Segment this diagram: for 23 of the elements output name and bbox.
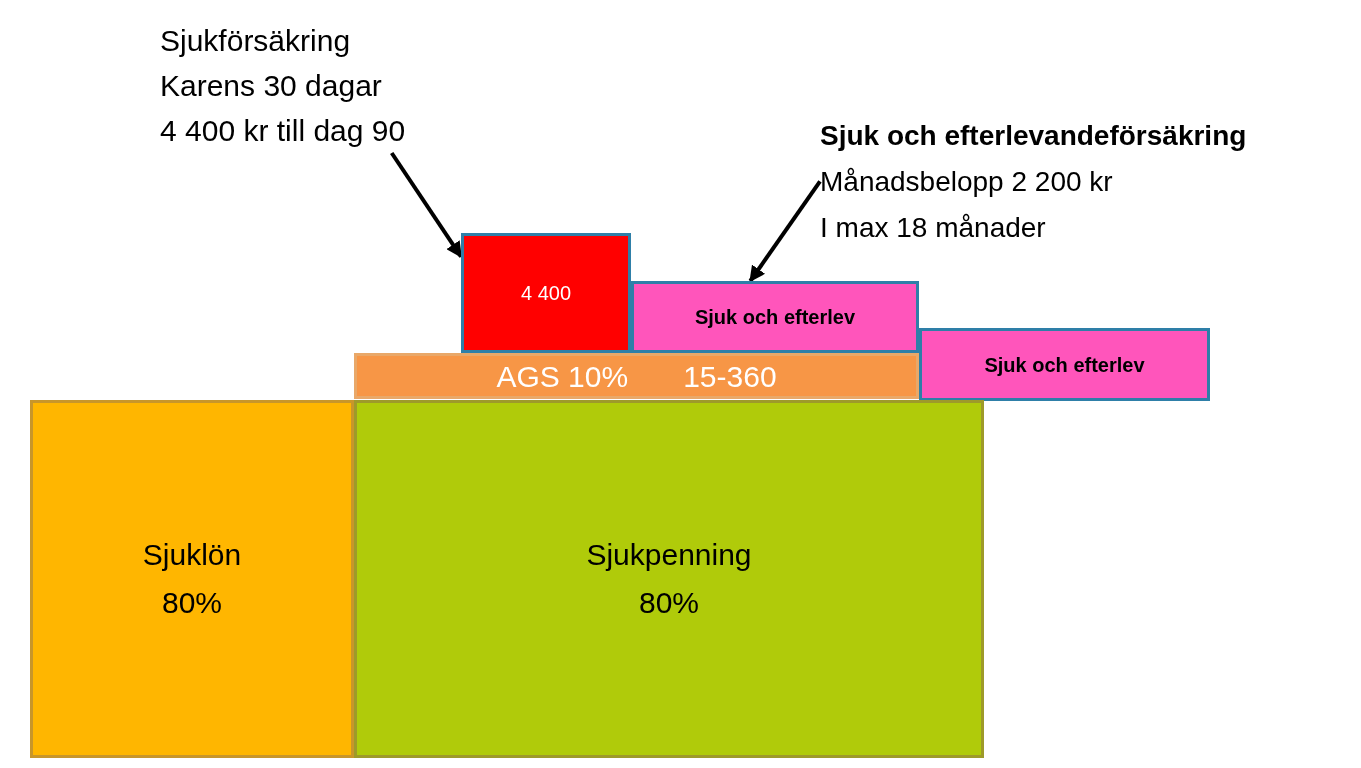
segment-label: AGS 10% xyxy=(496,358,629,395)
callout-heading: Sjukförsäkring xyxy=(160,23,351,59)
callout-text: 4 400 kr till dag 90 xyxy=(160,113,406,149)
segment-label: 80% xyxy=(161,585,222,621)
bar-segment xyxy=(30,400,354,758)
bar-segment xyxy=(631,281,919,353)
segment-label: Sjuk och efterlev xyxy=(984,352,1145,378)
arrow xyxy=(390,151,463,258)
segment-label: 4 400 xyxy=(520,281,572,306)
segment-label: Sjuk och efterlev xyxy=(694,305,856,330)
callout-text: I max 18 månader xyxy=(820,211,1046,245)
callout-heading: Sjuk och efterlevandeförsäkring xyxy=(820,119,1247,153)
segment-label: Sjukpenning xyxy=(586,537,752,573)
segment-label: 80% xyxy=(638,585,699,621)
segment-label: 15-360 xyxy=(683,358,777,395)
callout-text: Månadsbelopp 2 200 kr xyxy=(820,165,1113,199)
bar-segment xyxy=(354,353,919,399)
bar-segment xyxy=(354,400,984,758)
bar-segment xyxy=(919,328,1210,401)
bar-segment xyxy=(461,233,631,353)
arrow xyxy=(748,180,822,283)
callout-text: Karens 30 dagar xyxy=(160,68,382,104)
segment-label: Sjuklön xyxy=(142,537,242,573)
